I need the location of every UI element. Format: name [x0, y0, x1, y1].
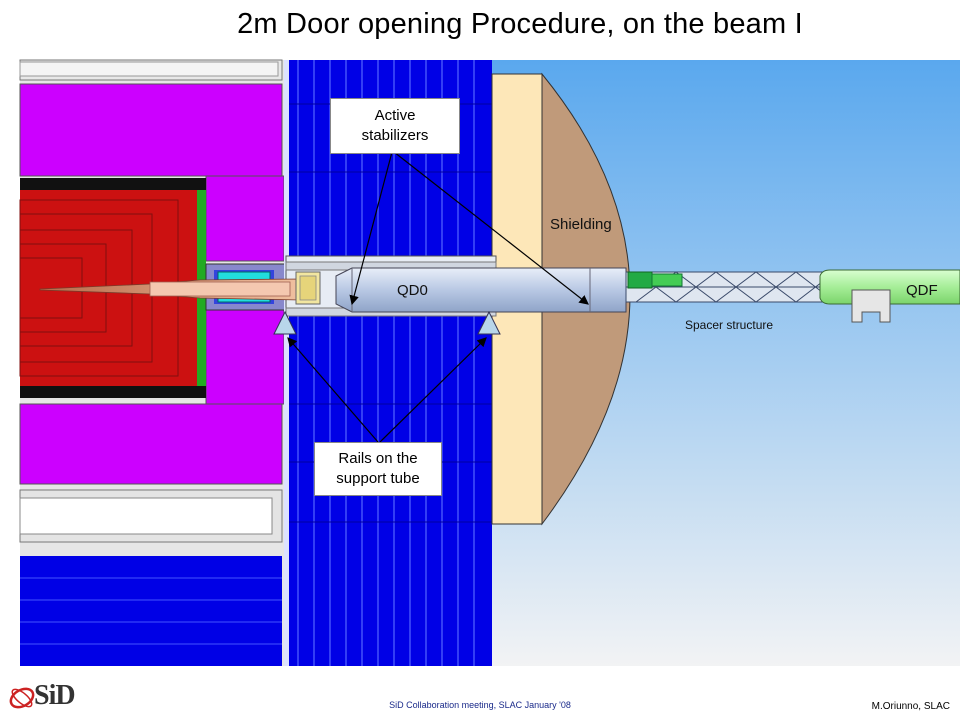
qd0-magnet: [335, 267, 627, 313]
blue-block-left: [20, 556, 282, 666]
blue-door: [284, 60, 492, 666]
callout-line: support tube: [336, 470, 420, 487]
sid-logo-icon: [9, 687, 35, 709]
page-title: 2m Door opening Procedure, on the beam I: [237, 8, 803, 40]
arrow-rail-left: [287, 337, 379, 443]
arrow-rail-right: [379, 337, 487, 443]
spacer-label: Spacer structure: [685, 318, 773, 332]
arrow-stabilizer-left: [349, 151, 393, 306]
sid-logo-text: SiD: [34, 680, 76, 711]
callout-active-stabilizers: Active stabilizers: [330, 98, 460, 154]
callout-line: Rails on the: [338, 450, 418, 467]
callout-rails: Rails on the support tube: [314, 442, 442, 496]
spacer-structure: [625, 271, 823, 303]
magenta-block-bottom: [19, 403, 283, 485]
callout-line: Active: [374, 107, 416, 124]
green-connector: [627, 271, 653, 289]
footer-author: M.Oriunno, SLAC: [871, 701, 950, 712]
rail-left: [273, 310, 297, 335]
rail-right: [477, 310, 501, 335]
footer-meeting: SiD Collaboration meeting, SLAC January …: [389, 700, 571, 710]
shielding-label: Shielding: [550, 216, 612, 233]
qd0-label: QD0: [397, 282, 428, 299]
arrow-stabilizer-right: [393, 151, 589, 305]
magenta-block-top: [19, 83, 283, 177]
callout-line: stabilizers: [361, 127, 429, 144]
qdf-support: [851, 289, 891, 323]
qdf-label: QDF: [906, 282, 938, 299]
sid-logo: SiD: [8, 680, 78, 716]
